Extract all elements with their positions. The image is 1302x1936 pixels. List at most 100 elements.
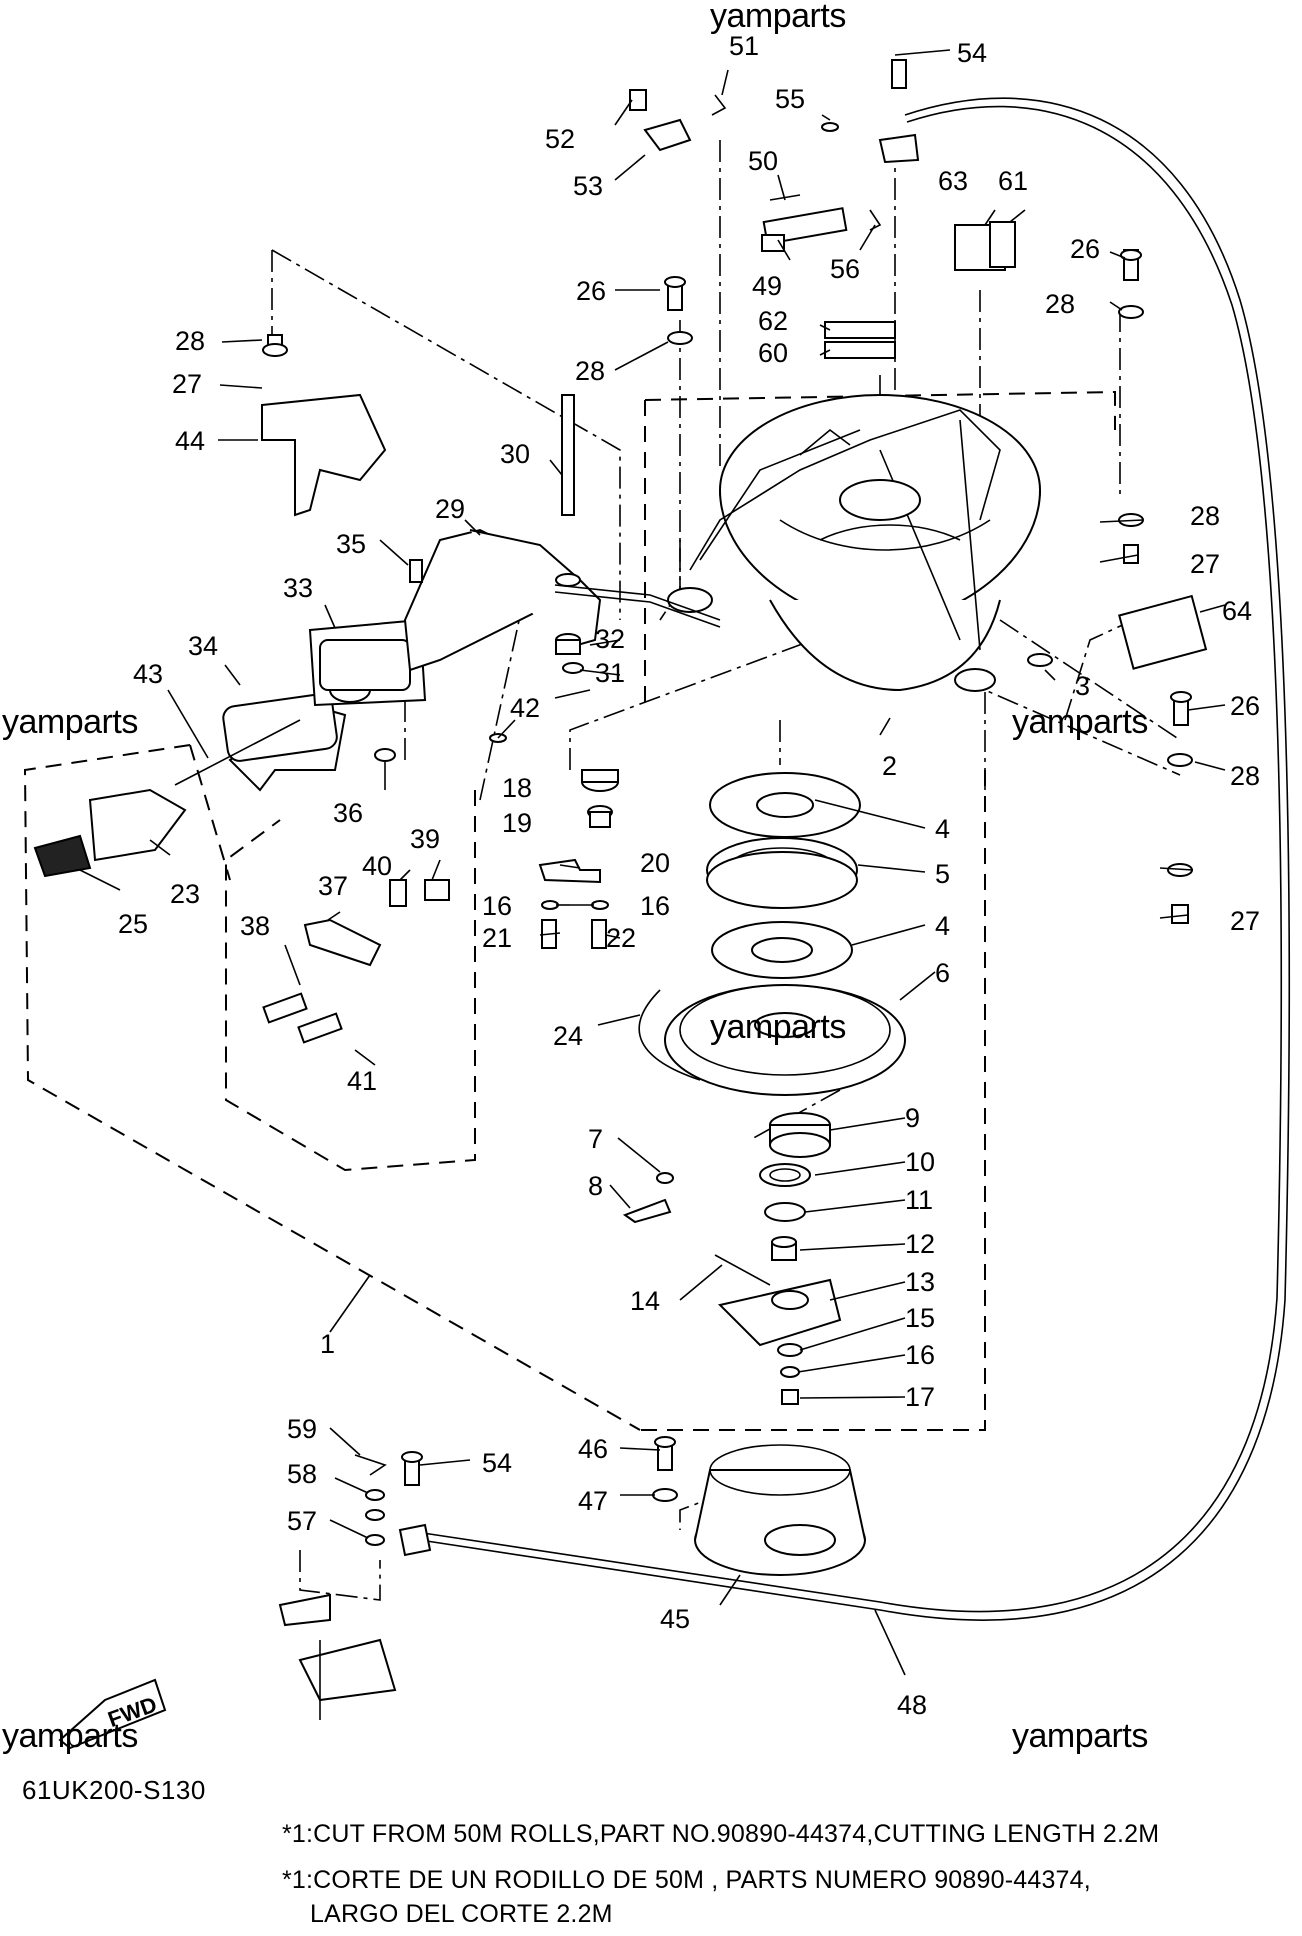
callout-35: 35 [336, 529, 366, 559]
callout-53: 53 [573, 171, 603, 201]
callout-17: 17 [905, 1382, 935, 1412]
callout-6: 6 [935, 958, 950, 988]
callout-5: 5 [935, 859, 950, 889]
top-small-parts [629, 59, 1208, 670]
callout-9: 9 [905, 1103, 920, 1133]
watermark: yamparts [710, 1008, 846, 1046]
callout-27: 27 [1190, 549, 1220, 579]
callout-4: 4 [935, 911, 950, 941]
callout-49: 49 [752, 271, 782, 301]
watermark: yamparts [2, 1717, 138, 1755]
watermark: yamparts [1012, 1717, 1148, 1755]
bottom-parts [278, 1436, 866, 1720]
lever-assembly [262, 879, 450, 1044]
callout-45: 45 [660, 1604, 690, 1634]
callout-37: 37 [318, 871, 348, 901]
callout-16: 16 [482, 891, 512, 921]
callout-12: 12 [905, 1229, 935, 1259]
callout-4: 4 [935, 814, 950, 844]
callout-8: 8 [588, 1171, 603, 1201]
callout-10: 10 [905, 1147, 935, 1177]
callout-15: 15 [905, 1303, 935, 1333]
right-small-parts [664, 249, 1193, 924]
watermark: yamparts [2, 703, 138, 741]
callout-60: 60 [758, 338, 788, 368]
callout-11: 11 [905, 1185, 933, 1215]
watermark: yamparts [710, 0, 846, 35]
callout-61: 61 [998, 166, 1028, 196]
callout-48: 48 [897, 1690, 927, 1720]
callout-32: 32 [595, 624, 625, 654]
callout-34: 34 [188, 631, 218, 661]
watermark: yamparts [1012, 703, 1148, 741]
callout-44: 44 [175, 426, 205, 456]
callout-62: 62 [758, 306, 788, 336]
center-small-parts [622, 1112, 842, 1405]
callout-1: 1 [320, 1329, 335, 1359]
callout-23: 23 [170, 879, 200, 909]
callout-59: 59 [287, 1414, 317, 1444]
recoil-stack [638, 772, 906, 1096]
callout-41: 41 [347, 1066, 377, 1096]
callout-14: 14 [630, 1286, 660, 1316]
callout-16: 16 [640, 891, 670, 921]
callout-19: 19 [502, 808, 532, 838]
callout-2: 2 [882, 751, 897, 781]
callout-57: 57 [287, 1506, 317, 1536]
diagram-code: 61UK200-S130 [22, 1775, 206, 1805]
callout-7: 7 [588, 1124, 603, 1154]
handle-assembly [33, 618, 427, 878]
callout-27: 27 [172, 369, 202, 399]
callout-36: 36 [333, 798, 363, 828]
callout-31: 31 [595, 658, 625, 688]
callout-24: 24 [553, 1021, 583, 1051]
callout-16: 16 [905, 1340, 935, 1370]
watermarks: yamparts yamparts yamparts yamparts yamp… [2, 0, 1148, 1755]
callout-33: 33 [283, 573, 313, 603]
callout-3: 3 [1075, 671, 1090, 701]
callout-26: 26 [1070, 234, 1100, 264]
callout-20: 20 [640, 848, 670, 878]
callout-28: 28 [175, 326, 205, 356]
callout-42: 42 [510, 693, 540, 723]
group-boundaries [23, 390, 1116, 1431]
callout-52: 52 [545, 124, 575, 154]
callout-26: 26 [576, 276, 606, 306]
callout-29: 29 [435, 494, 465, 524]
callout-58: 58 [287, 1459, 317, 1489]
bracket-parts [538, 769, 619, 949]
callout-38: 38 [240, 911, 270, 941]
starter-housing [667, 394, 1041, 692]
callout-28: 28 [575, 356, 605, 386]
callout-64: 64 [1222, 596, 1252, 626]
callout-18: 18 [502, 773, 532, 803]
callout-28: 28 [1230, 761, 1260, 791]
callout-40: 40 [362, 851, 392, 881]
callout-63: 63 [938, 166, 968, 196]
callout-39: 39 [410, 824, 440, 854]
callout-51: 51 [729, 31, 759, 61]
callout-21: 21 [482, 923, 512, 953]
callout-46: 46 [578, 1434, 608, 1464]
callout-47: 47 [578, 1486, 608, 1516]
callout-54: 54 [482, 1448, 512, 1478]
callout-26: 26 [1230, 691, 1260, 721]
note-es-line2: LARGO DEL CORTE 2.2M [310, 1900, 613, 1928]
callout-54: 54 [957, 38, 987, 68]
note-en: *1:CUT FROM 50M ROLLS,PART NO.90890-4437… [282, 1820, 1160, 1848]
callout-25: 25 [118, 909, 148, 939]
callout-28: 28 [1190, 501, 1220, 531]
callout-55: 55 [775, 84, 805, 114]
callout-27: 27 [1230, 906, 1260, 936]
callout-leaders [79, 49, 1226, 1676]
cable-48 [419, 97, 1291, 1621]
callout-50: 50 [748, 146, 778, 176]
callout-22: 22 [606, 923, 636, 953]
control-brackets [261, 334, 721, 743]
callout-56: 56 [830, 254, 860, 284]
fwd-arrow-icon: FWD [58, 1678, 167, 1750]
callout-13: 13 [905, 1267, 935, 1297]
callout-labels: 1 2 3 4 4 5 6 7 8 9 10 11 12 13 14 15 16… [118, 31, 1260, 1720]
note-es-line1: *1:CORTE DE UN RODILLO DE 50M , PARTS NU… [282, 1866, 1091, 1894]
